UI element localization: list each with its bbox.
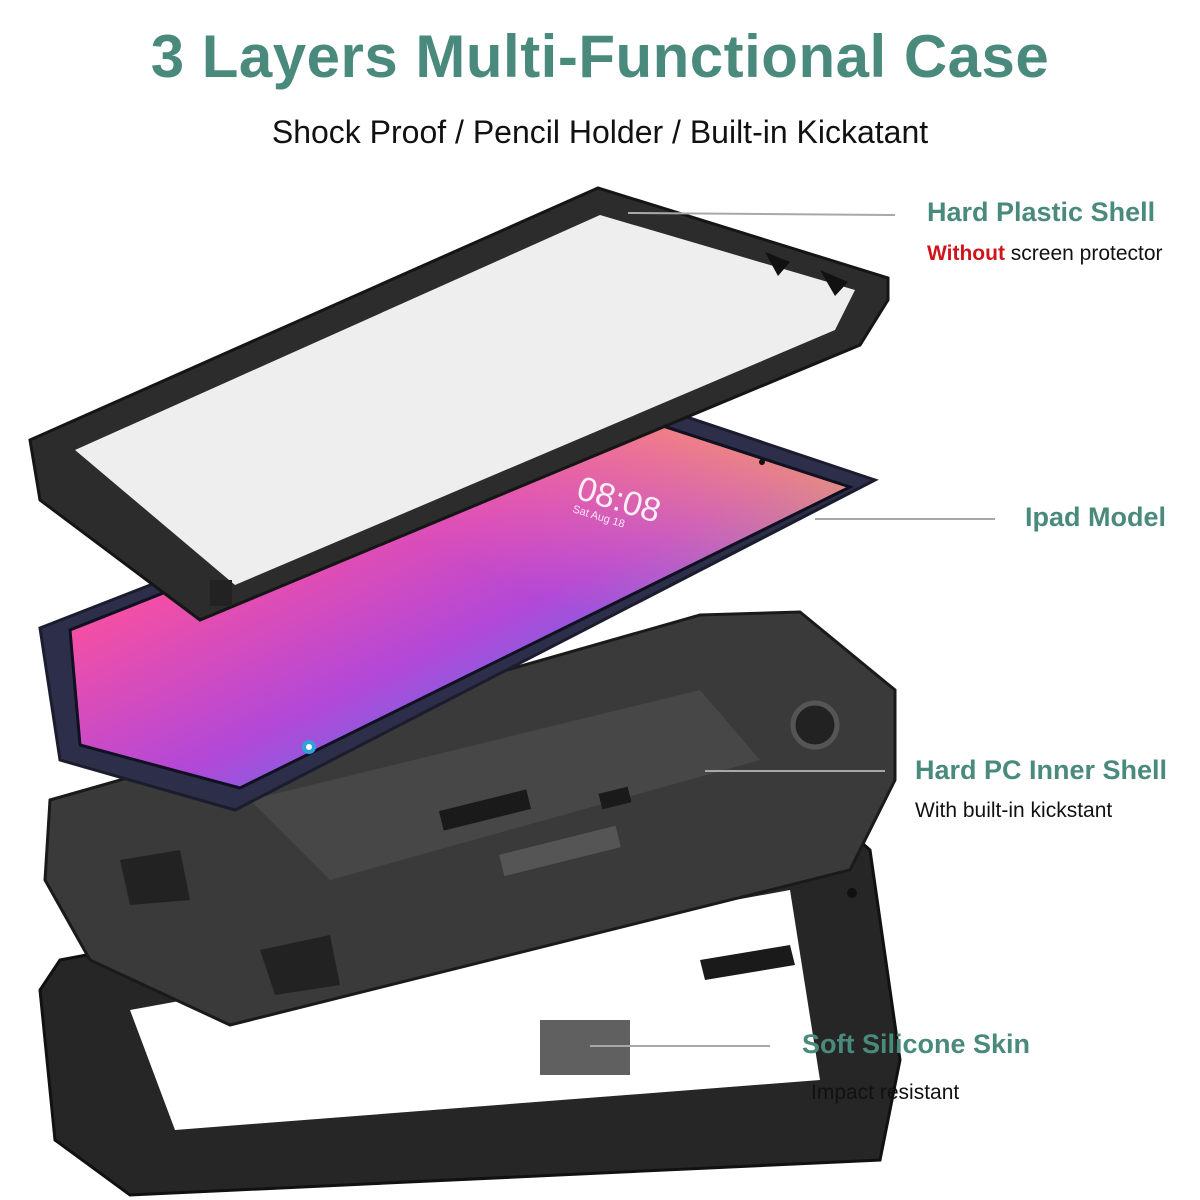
- hard-pc-inner-shell-layer: [43, 610, 897, 1027]
- callout-hard-plastic-shell-title: Hard Plastic Shell: [927, 197, 1156, 227]
- callout-soft-silicone-skin-desc: Impact resistant: [811, 1081, 960, 1104]
- callout-hard-pc-inner-shell-title: Hard PC Inner Shell: [915, 755, 1168, 785]
- page-title: 3 Layers Multi-Functional Case: [150, 23, 1050, 90]
- camera-icon: [302, 740, 316, 754]
- callout-hard-pc-inner-shell-desc: With built-in kickstant: [915, 799, 1113, 822]
- leader-hard-plastic-shell: [627, 212, 896, 216]
- tablet-model: 08:08 Sat Aug 18: [38, 396, 879, 812]
- callout-soft-silicone-skin-title: Soft Silicone Skin: [802, 1029, 1031, 1059]
- hard-plastic-shell-layer: [28, 186, 890, 622]
- leader-lines: [590, 212, 995, 1047]
- callout-hard-plastic-shell-desc: Without screen protector: [927, 242, 1163, 266]
- page-subtitle: Shock Proof / Pencil Holder / Built-in K…: [271, 114, 929, 150]
- grip-texture: [540, 1020, 630, 1075]
- callout-hard-plastic-shell-desc-text: screen protector: [1004, 242, 1163, 265]
- callout-ipad-model-title: Ipad Model: [1025, 502, 1166, 532]
- warning-word: Without: [927, 242, 1005, 265]
